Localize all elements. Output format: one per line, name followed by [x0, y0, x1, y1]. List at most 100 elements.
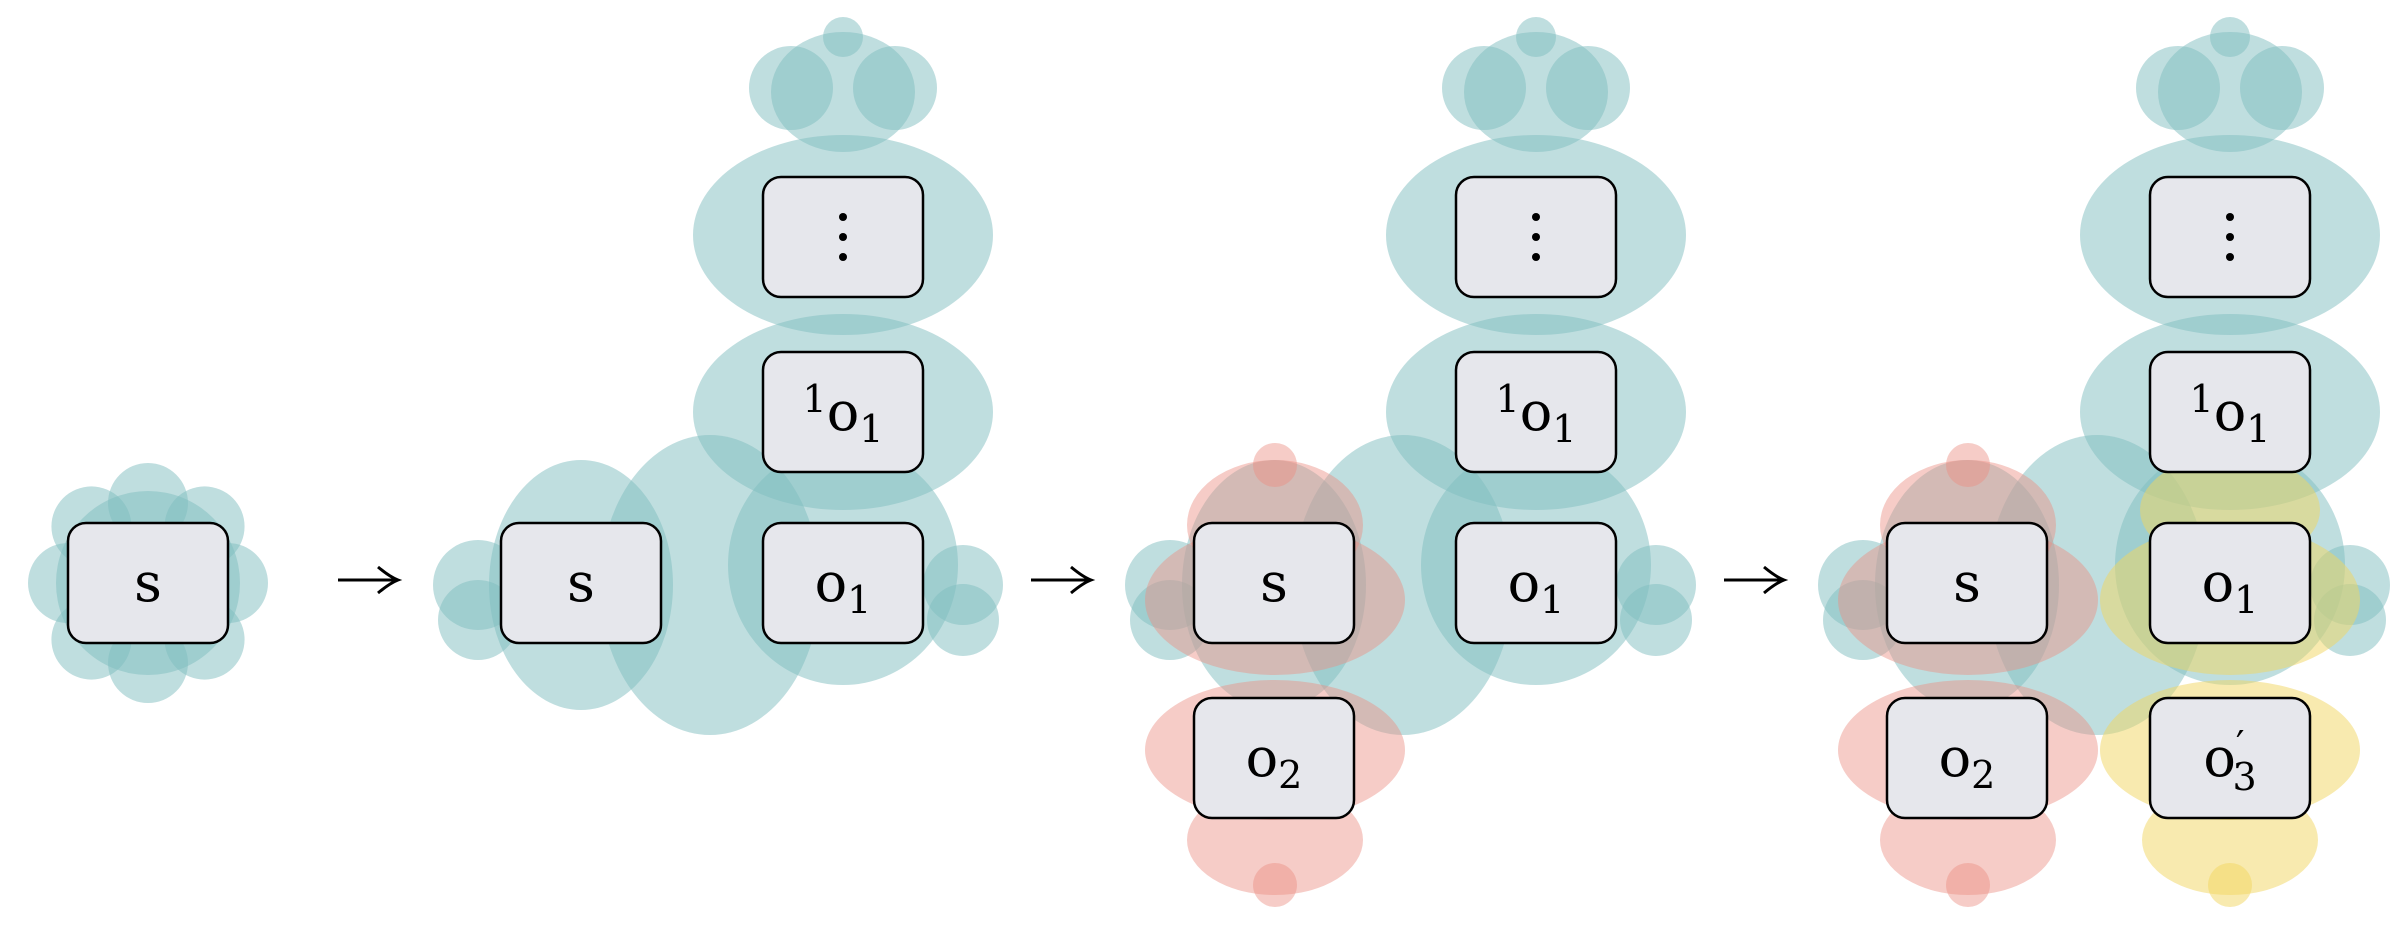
node-dots: ⋮ — [761, 175, 925, 299]
node-label-group: o1 — [815, 551, 872, 622]
transition-arrow — [1724, 565, 1789, 595]
node-label-group: s — [1260, 551, 1288, 614]
node-o1: o1 — [1454, 521, 1618, 645]
node-box — [1454, 350, 1618, 474]
arrow-head — [377, 565, 403, 595]
node-subscript: 1 — [2246, 407, 2270, 451]
ellipsis-dot — [1532, 253, 1540, 261]
stage2-column-cap-core — [771, 32, 915, 152]
ellipsis-dot — [2226, 253, 2234, 261]
node-label-group: s — [134, 551, 162, 614]
stage4-s-left-lobe — [1823, 580, 1903, 660]
node-label-group: o2 — [1246, 726, 1303, 797]
node-o1: o1 — [2148, 521, 2312, 645]
node-o3prime: o′3 — [2148, 696, 2312, 820]
node-label: o — [2203, 726, 2236, 789]
node-box — [1192, 521, 1356, 645]
transition-arrows — [338, 565, 1789, 595]
transition-arrow — [1031, 565, 1096, 595]
node-label: s — [1953, 551, 1981, 614]
node-box — [66, 521, 230, 645]
node-subscript: 3 — [2232, 755, 2256, 799]
node-label: o — [2214, 380, 2247, 443]
node-1o1: 1o1 — [1454, 350, 1618, 474]
node-label: o — [1508, 551, 1541, 614]
node-subscript: 1 — [847, 578, 871, 622]
stage4-column-cap-core — [2158, 32, 2302, 152]
ellipsis-dot — [1532, 213, 1540, 221]
stage3-column-cap-core — [1464, 32, 1608, 152]
ellipsis-dot — [1532, 233, 1540, 241]
node-box — [761, 350, 925, 474]
node-subscript: 1 — [2234, 578, 2258, 622]
stage2-column-cap — [749, 17, 937, 152]
node-1o1: 1o1 — [2148, 350, 2312, 474]
node-label: o — [1939, 726, 1972, 789]
node-superscript: 1 — [2190, 377, 2214, 421]
stage4-pink-bottom-tip — [1946, 863, 1990, 907]
node-label-group: 1o1 — [803, 377, 884, 451]
node-label-group: 1o1 — [1496, 377, 1577, 451]
arrow-head — [1763, 565, 1789, 595]
ellipsis-dot — [2226, 233, 2234, 241]
node-subscript: 1 — [1540, 578, 1564, 622]
stage3-middle-blob — [1293, 435, 1513, 735]
stage2-s-left-lobe — [438, 580, 518, 660]
arrow-head — [1070, 565, 1096, 595]
node-box — [1454, 521, 1618, 645]
stage3-pink-bottom-tip — [1253, 863, 1297, 907]
node-prime: ′ — [2236, 723, 2245, 767]
node-label: s — [134, 551, 162, 614]
node-label: o — [2202, 551, 2235, 614]
node-label-group: 1o1 — [2190, 377, 2271, 451]
node-s: s — [499, 521, 663, 645]
node-box — [1885, 696, 2049, 820]
node-o2: o2 — [1885, 696, 2049, 820]
ellipsis-dot — [839, 233, 847, 241]
node-box — [1192, 696, 1356, 820]
node-label-group: o1 — [2202, 551, 2259, 622]
node-1o1: 1o1 — [761, 350, 925, 474]
node-label: s — [567, 551, 595, 614]
node-subscript: 1 — [1552, 407, 1576, 451]
node-s: s — [66, 521, 230, 645]
stage2-middle-blob — [600, 435, 820, 735]
ellipsis-dot — [2226, 213, 2234, 221]
node-subscript: 2 — [1278, 753, 1302, 797]
node-box — [499, 521, 663, 645]
ellipsis-dot — [839, 213, 847, 221]
node-box — [761, 521, 925, 645]
node-label-group: o2 — [1939, 726, 1996, 797]
stage4-yellow-bottom-tip — [2208, 863, 2252, 907]
node-superscript: 1 — [1496, 377, 1520, 421]
node-label: o — [1520, 380, 1553, 443]
stage3-o2-top-tip — [1253, 443, 1297, 487]
node-label: o — [827, 380, 860, 443]
node-s: s — [1885, 521, 2049, 645]
node-label: s — [1260, 551, 1288, 614]
stage3-column-cap — [1442, 17, 1630, 152]
stage4-pink-top-tip — [1946, 443, 1990, 487]
node-o1: o1 — [761, 521, 925, 645]
stage3-column-side-lobe — [1620, 584, 1692, 656]
node-label-group: o1 — [1508, 551, 1565, 622]
node-superscript: 1 — [803, 377, 827, 421]
node-box — [2148, 696, 2312, 820]
node-o2: o2 — [1192, 696, 1356, 820]
node-label: o — [1246, 726, 1279, 789]
node-dots: ⋮ — [2148, 175, 2312, 299]
transition-arrow — [338, 565, 403, 595]
stage2-column-side-lobe — [927, 584, 999, 656]
node-label-group: s — [567, 551, 595, 614]
node-label: o — [815, 551, 848, 614]
node-label-group: o′3 — [2203, 723, 2256, 799]
node-label-group: s — [1953, 551, 1981, 614]
stage4-column-cap — [2136, 17, 2324, 152]
node-s: s — [1192, 521, 1356, 645]
node-box — [1885, 521, 2049, 645]
node-box — [2148, 350, 2312, 474]
node-subscript: 1 — [859, 407, 883, 451]
node-box — [2148, 521, 2312, 645]
